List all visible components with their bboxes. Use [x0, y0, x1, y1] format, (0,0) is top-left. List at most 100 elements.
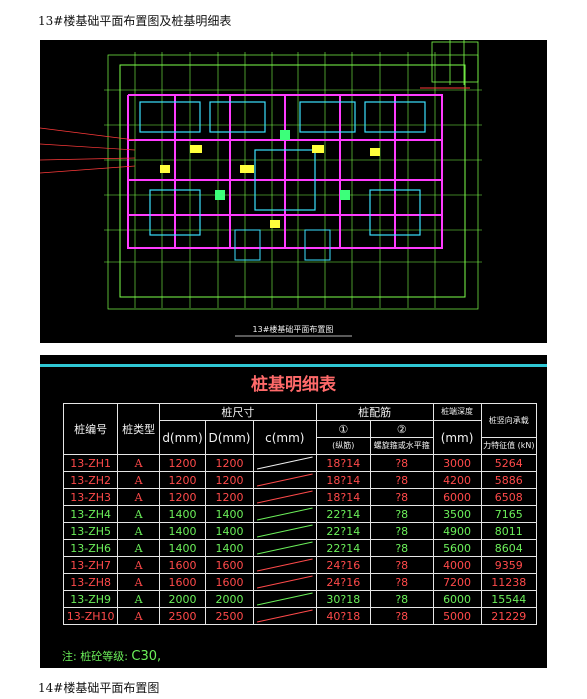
header-c: c(mm): [252, 420, 317, 455]
cell-d: 1200: [159, 488, 206, 506]
cell-c: [252, 488, 317, 506]
cell-d: 1400: [159, 539, 206, 557]
cell-depth: 3500: [432, 505, 482, 523]
cell-rebar-2: ?8: [369, 454, 434, 472]
header-capacity-top: 桩竖向承载: [480, 403, 538, 438]
header-rebar-group: 桩配筋: [315, 403, 434, 421]
cell-d: 2500: [159, 607, 206, 625]
cell-pile-no: 13-ZH3: [62, 488, 119, 506]
cell-rebar-1: 18?14: [315, 454, 371, 472]
cell-rebar-1: 18?14: [315, 471, 371, 489]
diagonal-slash: [256, 609, 313, 623]
cell-rebar-1: 22?14: [315, 539, 371, 557]
cell-d: 1400: [159, 505, 206, 523]
cell-pile-no: 13-ZH7: [62, 556, 119, 574]
cell-pile-type: A: [117, 454, 161, 472]
diagonal-slash: [256, 507, 313, 521]
cell-capacity: 8011: [480, 522, 538, 540]
cell-rebar-1: 40?18: [315, 607, 371, 625]
cell-pile-type: A: [117, 539, 161, 557]
cell-D: 2500: [204, 607, 254, 625]
cyan-divider: [40, 364, 547, 367]
cell-rebar-2: ?8: [369, 556, 434, 574]
diagonal-slash: [256, 541, 313, 555]
cell-D: 1200: [204, 471, 254, 489]
cell-capacity: 5264: [480, 454, 538, 472]
header-depth-top: 桩端深度: [432, 403, 482, 421]
cell-d: 1400: [159, 522, 206, 540]
cell-pile-no: 13-ZH4: [62, 505, 119, 523]
cell-pile-type: A: [117, 556, 161, 574]
cell-D: 1600: [204, 556, 254, 574]
cell-pile-type: A: [117, 607, 161, 625]
cell-c: [252, 505, 317, 523]
cell-capacity: 9359: [480, 556, 538, 574]
pile-schedule-table: 桩编号 桩类型 桩尺寸 桩配筋 桩端深度 桩竖向承载 d(mm) D(mm) c…: [62, 403, 538, 625]
cell-capacity: 6508: [480, 488, 538, 506]
cell-c: [252, 539, 317, 557]
diagonal-slash: [256, 524, 313, 538]
cell-depth: 5600: [432, 539, 482, 557]
cell-capacity: 15544: [480, 590, 538, 608]
pile-schedule-title: 桩基明细表: [251, 375, 336, 395]
cell-rebar-1: 18?14: [315, 488, 371, 506]
cell-d: 1200: [159, 471, 206, 489]
diagonal-slash: [256, 592, 313, 606]
note-label: 注: 桩砼等级:: [62, 650, 128, 663]
cad-plan-svg: 13#楼基础平面布置图: [40, 40, 547, 343]
cell-rebar-1: 22?14: [315, 522, 371, 540]
header-pile-no: 桩编号: [62, 403, 119, 455]
pile-schedule-panel: 桩基明细表 桩编号 桩类型 桩尺寸 桩配筋 桩端深度 桩竖向承载 d(mm) D…: [40, 355, 547, 668]
cell-pile-type: A: [117, 590, 161, 608]
cell-rebar-1: 30?18: [315, 590, 371, 608]
cell-rebar-2: ?8: [369, 522, 434, 540]
diagonal-slash: [256, 456, 313, 470]
cell-pile-type: A: [117, 471, 161, 489]
header-rebar-1-sub: (纵筋): [315, 437, 371, 455]
cell-D: 1200: [204, 454, 254, 472]
cell-pile-no: 13-ZH10: [62, 607, 119, 625]
section-heading-13: 13#楼基础平面布置图及桩基明细表: [38, 14, 232, 28]
cell-c: [252, 556, 317, 574]
cell-D: 1400: [204, 505, 254, 523]
cell-rebar-2: ?8: [369, 471, 434, 489]
cell-pile-type: A: [117, 505, 161, 523]
cell-c: [252, 590, 317, 608]
cell-depth: 5000: [432, 607, 482, 625]
cell-pile-no: 13-ZH8: [62, 573, 119, 591]
cell-c: [252, 471, 317, 489]
cell-depth: 3000: [432, 454, 482, 472]
cell-depth: 6000: [432, 590, 482, 608]
cell-pile-no: 13-ZH6: [62, 539, 119, 557]
header-rebar-2: ②: [369, 420, 434, 438]
cell-pile-type: A: [117, 522, 161, 540]
diagonal-slash: [256, 575, 313, 589]
cell-pile-type: A: [117, 573, 161, 591]
foundation-plan-drawing: 13#楼基础平面布置图: [40, 40, 547, 343]
cell-D: 1400: [204, 539, 254, 557]
concrete-grade-note: 注: 桩砼等级: C30,: [62, 648, 161, 664]
diagonal-slash: [256, 490, 313, 504]
cell-pile-no: 13-ZH9: [62, 590, 119, 608]
cell-depth: 7200: [432, 573, 482, 591]
cell-rebar-2: ?8: [369, 539, 434, 557]
cell-pile-type: A: [117, 488, 161, 506]
cell-d: 1600: [159, 573, 206, 591]
cell-D: 1400: [204, 522, 254, 540]
diagonal-slash: [256, 473, 313, 487]
cell-rebar-2: ?8: [369, 505, 434, 523]
plan-caption: 13#楼基础平面布置图: [253, 324, 334, 334]
cell-depth: 6000: [432, 488, 482, 506]
header-pile-type: 桩类型: [117, 403, 161, 455]
cell-rebar-2: ?8: [369, 488, 434, 506]
cell-c: [252, 454, 317, 472]
header-size-group: 桩尺寸: [159, 403, 317, 421]
